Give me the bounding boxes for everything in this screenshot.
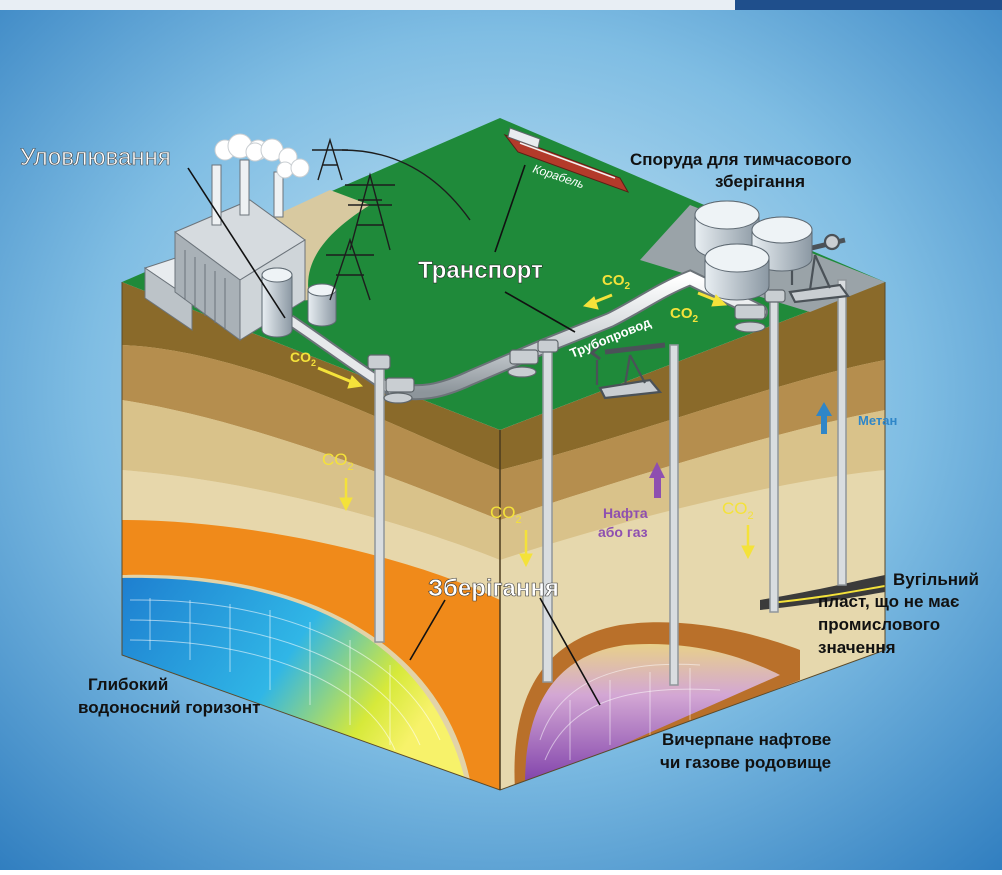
wellhead-icon [367, 354, 415, 404]
label-coal-1: Вугільний [893, 570, 979, 589]
label-temp-storage-2: зберігання [715, 172, 805, 191]
aquifer-layer [122, 577, 465, 780]
label-oil-gas-1: Нафта [603, 505, 648, 521]
label-oil-gas-2: або газ [598, 524, 648, 540]
label-depleted-2: чи газове родовище [660, 753, 831, 772]
label-coal-3: промислового [818, 615, 940, 634]
wellhead-icon [734, 289, 786, 333]
co2-label: CO2 [670, 305, 699, 325]
label-methane: Метан [858, 413, 897, 428]
label-storage: Зберігання [428, 575, 559, 602]
transmission-tower-icon [312, 137, 471, 301]
co2-arrows [317, 291, 755, 568]
pump-jack-icon [589, 342, 666, 400]
leader-lines [187, 164, 601, 706]
wellhead-icon [507, 339, 559, 378]
label-aquifer-2: водоносний горизонт [78, 698, 260, 717]
co2-label: CO2 [722, 499, 754, 522]
label-coal-4: значення [818, 638, 896, 657]
co2-label: CO2 [290, 349, 316, 368]
label-depleted-1: Вичерпане нафтове [662, 730, 831, 749]
co2-label: CO2 [490, 503, 522, 526]
top-bar [0, 0, 735, 10]
co2-labels: CO2 CO2 CO2 CO2 CO2 CO2 [290, 272, 754, 526]
oil-gas-arrow [649, 462, 665, 498]
label-transport: Транспорт [418, 257, 543, 284]
power-plant-icon [143, 133, 337, 341]
methane-arrow [816, 402, 832, 434]
label-aquifer-1: Глибокий [88, 675, 168, 694]
wells [374, 279, 847, 686]
label-coal-2: пласт, що не має [818, 592, 959, 611]
co2-label: CO2 [602, 272, 631, 292]
label-capture: Уловлювання [20, 144, 171, 171]
label-temp-storage-1: Споруда для тимчасового [630, 150, 852, 169]
top-bar-accent [735, 0, 1002, 10]
top-surface [122, 118, 885, 430]
co2-label: CO2 [322, 450, 354, 473]
ship-icon [503, 127, 630, 193]
storage-tank-icon [694, 200, 813, 301]
